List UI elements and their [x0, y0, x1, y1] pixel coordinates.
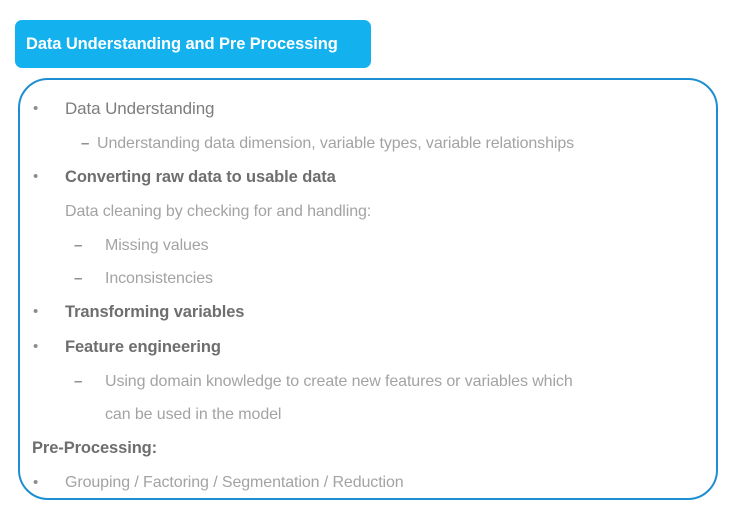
list-item: Data cleaning by checking for and handli…: [18, 195, 698, 229]
list-item-feature-engineering: Feature engineering: [65, 338, 221, 356]
list-item-data-understanding: Data Understanding: [65, 99, 215, 118]
list-item: – Inconsistencies: [18, 262, 698, 295]
list-item: –Understanding data dimension, variable …: [18, 127, 698, 160]
list-item-feature-engineering-cont: can be used in the model: [105, 406, 282, 423]
content-frame: [18, 78, 718, 500]
list-item: • Grouping / Factoring / Segmentation / R…: [18, 466, 698, 500]
bullet-icon: •: [33, 168, 39, 185]
list-item-grouping-factoring: Grouping / Factoring / Segmentation / Re…: [65, 474, 404, 491]
list-item: can be used in the model: [18, 398, 698, 431]
bullet-icon: •: [33, 100, 39, 117]
dash-icon: –: [81, 135, 90, 152]
list-item-transforming-variables: Transforming variables: [65, 303, 245, 321]
content-list: •Data Understanding–Understanding data d…: [18, 78, 718, 500]
list-item-missing-values: Missing values: [105, 237, 209, 254]
slide-title-badge: Data Understanding and Pre Processing: [15, 20, 371, 68]
bullet-icon: •: [33, 474, 39, 491]
list-item-data-cleaning: Data cleaning by checking for and handli…: [65, 203, 372, 220]
slide-title: Data Understanding and Pre Processing: [26, 34, 338, 53]
dash-icon: –: [74, 270, 83, 287]
bullet-icon: •: [33, 338, 39, 355]
list-item: – Missing values: [18, 229, 698, 262]
dash-icon: –: [74, 237, 83, 254]
list-item: • Converting raw data to usable data: [18, 160, 698, 195]
list-item: • Transforming variables: [18, 295, 698, 330]
list-item-inconsistencies: Inconsistencies: [105, 270, 213, 287]
list-item: • Data Understanding: [18, 92, 698, 127]
list-item-pre-processing: Pre-Processing:: [32, 439, 158, 457]
bullet-icon: •: [33, 303, 39, 320]
dash-icon: –: [74, 373, 83, 390]
list-item: – Using domain knowledge to create new fe…: [18, 365, 698, 398]
list-item-feature-engineering-detail: Using domain knowledge to create new fea…: [105, 373, 573, 390]
list-item: • Feature engineering: [18, 330, 698, 365]
list-item: Pre-Processing:: [18, 431, 698, 466]
list-item-converting-raw-data: Converting raw data to usable data: [65, 168, 336, 186]
list-item-understanding-detail: Understanding data dimension, variable t…: [97, 135, 575, 152]
